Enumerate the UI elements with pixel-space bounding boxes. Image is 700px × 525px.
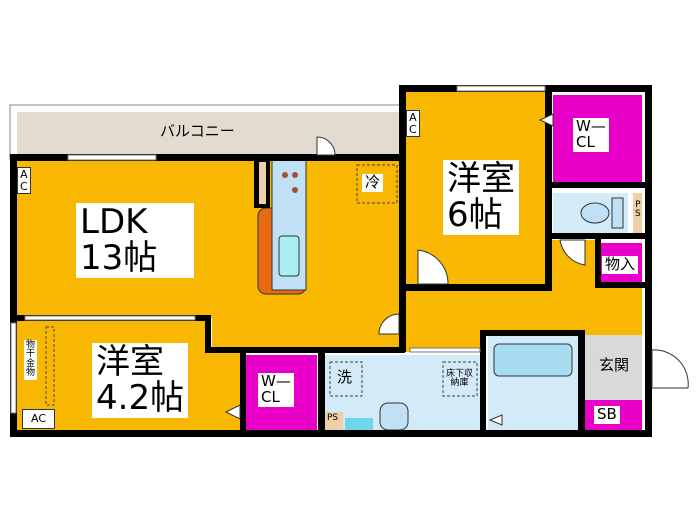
hallway [405, 240, 642, 352]
fridge-label: 冷 [362, 174, 384, 192]
wcl1-label: W— CL [258, 373, 294, 407]
doors[interactable] [316, 136, 689, 389]
washer-label: 洗 [337, 368, 353, 386]
underfloor-storage-label: 床下収 納庫 [446, 369, 474, 389]
bedroom-4-2-label: 洋室 4.2帖 [92, 343, 189, 419]
bedroom-6-label: 洋室 6帖 [443, 160, 519, 236]
ac-label-1: A C [17, 167, 31, 195]
sb-label: SB [594, 406, 620, 424]
ps-label: PS [327, 413, 339, 423]
drying-rack-label: 物 干 金 物 [24, 340, 38, 380]
balcony-label: バルコニー [160, 122, 235, 140]
wcl2-label: W— CL [573, 118, 609, 152]
washbasin-icon [379, 402, 409, 431]
ldk-label: LDK 13帖 [76, 203, 194, 279]
toilet-icon [580, 202, 610, 224]
entrance-label: 玄関 [599, 356, 630, 374]
ac-label-2: AC [22, 409, 56, 429]
windows [10, 85, 546, 414]
ps-label-2: P S [635, 200, 641, 220]
entrance [585, 335, 642, 400]
ac-label-3: A C [406, 110, 420, 138]
storage-label: 物入 [602, 256, 639, 274]
bathtub [493, 343, 573, 377]
